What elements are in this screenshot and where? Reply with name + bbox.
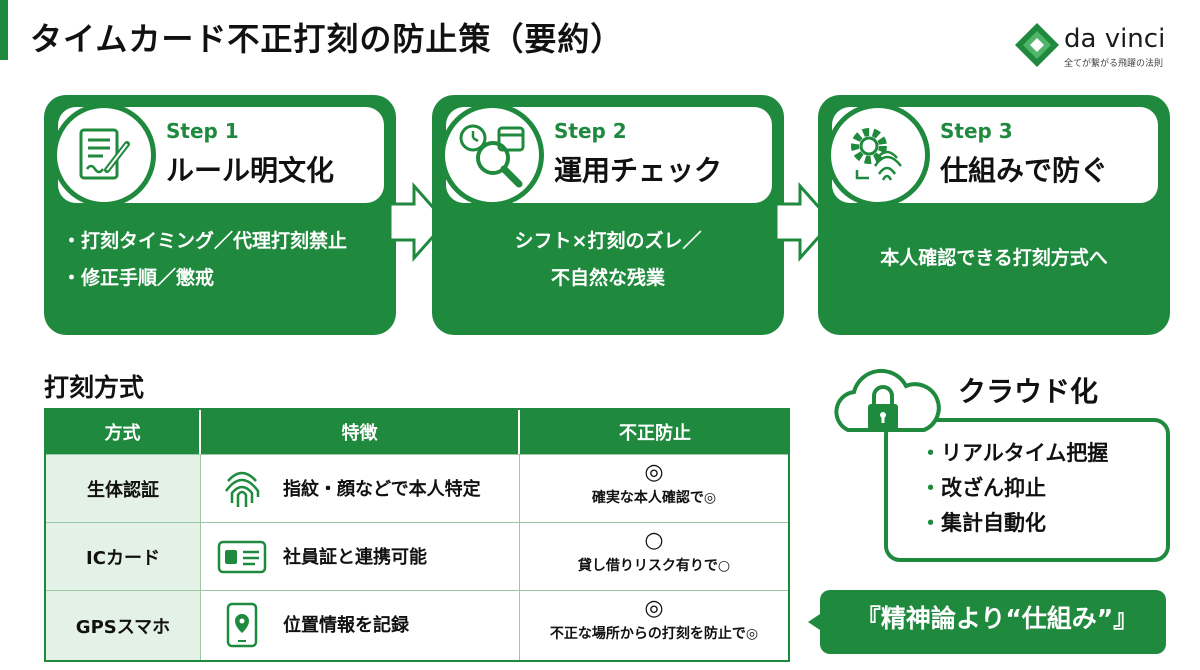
- table-row: GPSスマホ 位置情報を記録 ◎ 不正な場所からの打刻を防止で◎: [46, 590, 788, 660]
- step-card-1: Step 1 ルール明文化 ・打刻タイミング／代理打刻禁止 ・修正手順／懲戒: [44, 95, 396, 335]
- cloud-benefit-list: リアルタイム把握 改ざん抑止 集計自動化: [920, 436, 1108, 541]
- smartphone-location-icon: [215, 601, 269, 649]
- method-prevention-cell: ◎ 不正な場所からの打刻を防止で◎: [520, 591, 788, 660]
- slogan-text: 『精神論より“仕組み”』: [855, 604, 1139, 633]
- arrow-right-icon: [390, 182, 446, 262]
- cloud-title: クラウド化: [958, 375, 1099, 408]
- cloud-lock-icon: [834, 368, 941, 432]
- table-row: 生体認証 指紋・顔などで本人特定 ◎ 確実な本人確認で◎: [46, 454, 788, 522]
- step-body: ・打刻タイミング／代理打刻禁止 ・修正手順／懲戒: [62, 223, 392, 297]
- step-title: 運用チェック: [554, 154, 723, 187]
- method-name: ICカード: [46, 523, 201, 590]
- list-item: 改ざん抑止: [920, 471, 1108, 506]
- prevention-note: 確実な本人確認で◎: [591, 490, 717, 506]
- clock-magnifier-calendar-icon: [440, 103, 544, 207]
- method-feature-cell: 指紋・顔などで本人特定: [201, 455, 520, 522]
- method-prevention-cell: ○ 貸し借りリスク有りで○: [520, 523, 788, 590]
- step-header: Step 3 仕組みで防ぐ: [826, 103, 1158, 207]
- page-title: タイムカード不正打刻の防止策（要約）: [30, 20, 624, 58]
- method-name: 生体認証: [46, 455, 201, 522]
- method-feature: 位置情報を記録: [283, 615, 409, 636]
- corner-accent-bar: [0, 0, 8, 60]
- step-header: Step 1 ルール明文化: [52, 103, 384, 207]
- table-header-cell: 不正防止: [520, 410, 790, 454]
- method-feature: 指紋・顔などで本人特定: [283, 479, 481, 500]
- logo-tagline: 全てが繋がる飛躍の法則: [1064, 59, 1164, 69]
- step-card-3: Step 3 仕組みで防ぐ 本人確認できる打刻方式へ: [818, 95, 1170, 335]
- table-header-cell: 方式: [46, 410, 200, 454]
- step-body-line: シフト×打刻のズレ／: [514, 230, 702, 252]
- slogan-banner: [808, 590, 1166, 654]
- step-body-line: 不自然な残業: [550, 267, 665, 289]
- rating-mark: ◎: [644, 596, 664, 621]
- method-name: GPSスマホ: [46, 591, 201, 660]
- arrow-right-icon: [776, 182, 832, 262]
- method-feature-cell: 社員証と連携可能: [201, 523, 520, 590]
- step-body-line: ・修正手順／懲戒: [62, 267, 215, 289]
- prevention-note: 貸し借りリスク有りで○: [577, 558, 731, 574]
- prevention-note: 不正な場所からの打刻を防止で◎: [549, 626, 759, 642]
- step-card-2: Step 2 運用チェック シフト×打刻のズレ／ 不自然な残業: [432, 95, 784, 335]
- table-header-cell: 特徴: [201, 410, 519, 454]
- step-number: Step 1: [166, 119, 239, 143]
- logo-name: da vinci: [1064, 24, 1166, 54]
- step-title: ルール明文化: [166, 154, 335, 187]
- table-row: ICカード 社員証と連携可能 ○ 貸し借りリスク有りで○: [46, 522, 788, 590]
- methods-title: 打刻方式: [44, 373, 145, 402]
- fingerprint-icon: [215, 465, 269, 513]
- rating-mark: ○: [644, 528, 664, 553]
- list-item: 集計自動化: [920, 506, 1108, 541]
- gear-fingerprint-icon: [826, 103, 930, 207]
- method-feature: 社員証と連携可能: [283, 547, 427, 568]
- methods-table: 方式 特徴 不正防止 生体認証 指紋・顔などで本人特定 ◎ 確実な本人確認で◎ …: [44, 408, 790, 662]
- method-prevention-cell: ◎ 確実な本人確認で◎: [520, 455, 788, 522]
- step-header: Step 2 運用チェック: [440, 103, 772, 207]
- id-card-icon: [215, 533, 269, 581]
- step-body: 本人確認できる打刻方式へ: [818, 240, 1170, 277]
- list-item: リアルタイム把握: [920, 436, 1108, 471]
- step-body-line: ・打刻タイミング／代理打刻禁止: [62, 230, 348, 252]
- step-number: Step 2: [554, 119, 627, 143]
- step-number: Step 3: [940, 119, 1013, 143]
- step-body-line: 本人確認できる打刻方式へ: [880, 247, 1108, 269]
- method-feature-cell: 位置情報を記録: [201, 591, 520, 660]
- step-body: シフト×打刻のズレ／ 不自然な残業: [432, 223, 784, 297]
- logo-diamond-icon: [1015, 23, 1059, 67]
- document-pen-icon: [52, 103, 156, 207]
- rating-mark: ◎: [644, 460, 664, 485]
- logo: da vinci 全てが繋がる飛躍の法則: [1014, 22, 1182, 72]
- step-title: 仕組みで防ぐ: [940, 154, 1109, 187]
